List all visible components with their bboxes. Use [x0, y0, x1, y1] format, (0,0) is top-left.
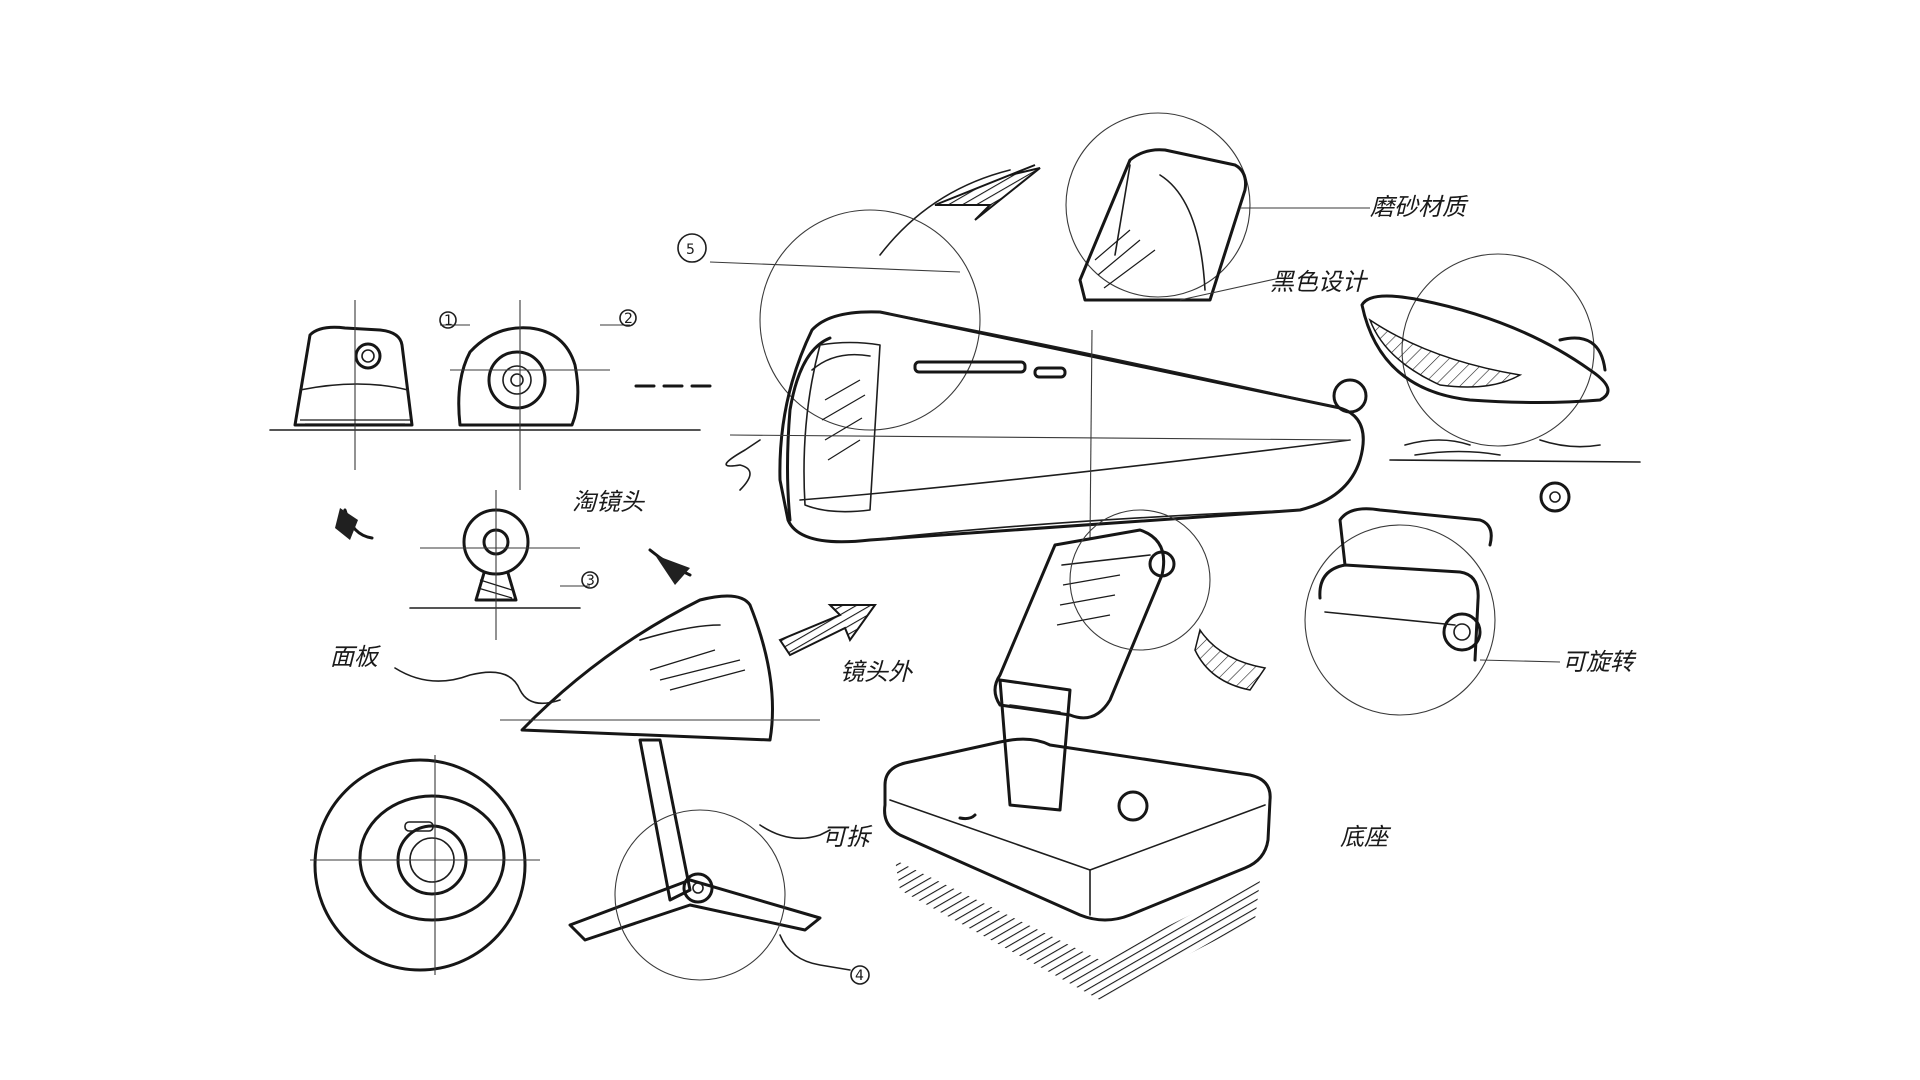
marker-3: 3	[581, 571, 599, 589]
front-view-sketch	[269, 300, 701, 470]
label-detachable: 可拆	[822, 823, 873, 851]
marker-5: 5	[677, 233, 961, 273]
svg-text:2: 2	[624, 311, 633, 327]
svg-text:1: 1	[444, 313, 453, 329]
side-profile-sketch	[500, 594, 877, 981]
lens-cover-detail	[1065, 112, 1370, 302]
stand-arm-sketch	[993, 509, 1211, 822]
marker-4: 4	[850, 965, 870, 985]
hinge-detail	[1194, 507, 1561, 716]
side-view-sketch	[450, 300, 610, 490]
rotation-arrows	[335, 508, 692, 585]
camera-head-sketch	[729, 209, 1368, 544]
label-panel: 面板	[330, 643, 381, 671]
motion-arrow-top	[879, 164, 1041, 256]
svg-text:3: 3	[586, 573, 595, 589]
label-bottom-lens: 淘镜头	[572, 488, 645, 516]
knob-sketch	[409, 490, 581, 640]
bowl-detail	[1360, 253, 1641, 463]
front-lens-detail	[310, 755, 540, 975]
svg-text:5: 5	[686, 242, 695, 258]
svg-text:4: 4	[855, 968, 864, 984]
marker-bowl	[1539, 481, 1571, 513]
base-sketch	[883, 737, 1272, 1000]
label-base: 底座	[1340, 823, 1392, 851]
label-rotating-shaft: 可旋转	[1562, 648, 1637, 676]
label-black-design: 黑色设计	[1270, 268, 1369, 296]
marker-2: 2	[619, 309, 637, 327]
marker-1: 1	[439, 311, 457, 329]
label-frosted-material: 磨砂材质	[1370, 193, 1469, 221]
label-lens-housing: 镜头外	[840, 658, 914, 686]
